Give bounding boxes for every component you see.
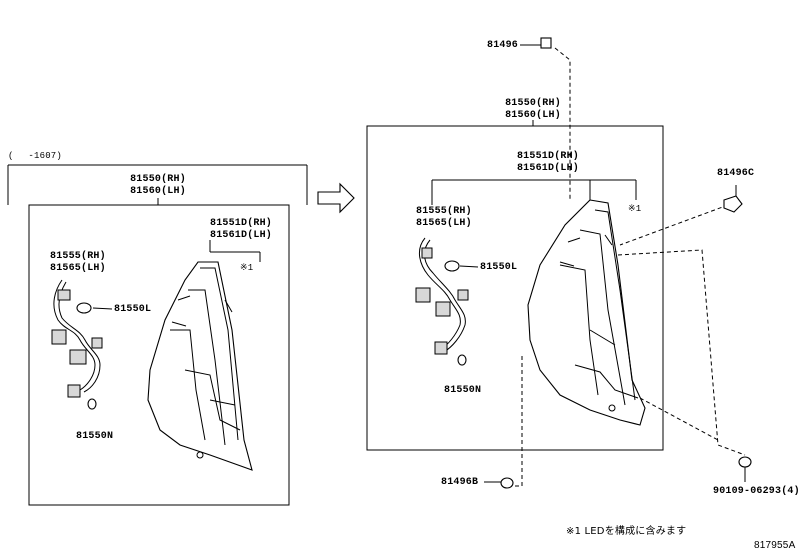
right-socket-rh-label: 81555(RH) — [416, 206, 472, 217]
left-range-label: ( -1607) — [8, 151, 63, 161]
left-assembly-rh-label: 81550(RH) — [130, 174, 186, 185]
footnote: ※1 LEDを構成に含みます — [566, 526, 687, 537]
right-socket-lh-label: 81565(LH) — [416, 218, 472, 229]
clip-c-label: 81496C — [717, 168, 755, 179]
left-socket-harness — [51, 279, 113, 410]
right-lens-rh-label: 81551D(RH) — [516, 151, 579, 162]
figure-id: 817955A — [754, 540, 796, 551]
right-dashed-leaders — [512, 47, 746, 487]
right-lens-lh-label: 81561D(LH) — [516, 163, 579, 174]
left-group-frame — [7, 164, 308, 506]
transition-arrow — [317, 182, 355, 214]
right-group-frame — [366, 120, 664, 451]
right-assembly-rh-label: 81550(RH) — [505, 98, 561, 109]
right-fasteners — [484, 37, 752, 489]
left-lens-lh-label: 81561D(LH) — [210, 230, 273, 241]
right-bulb-l-label: 81550L — [480, 262, 518, 273]
right-tail-lamp — [527, 199, 646, 426]
right-socket-harness — [415, 237, 479, 366]
screw-label: 90109-06293(4) — [713, 486, 800, 497]
right-bulb-n-label: 81550N — [444, 385, 482, 396]
left-tail-lamp — [147, 261, 253, 471]
left-socket-lh-label: 81565(LH) — [50, 263, 106, 274]
clip-b-label: 81496B — [441, 477, 479, 488]
clip-top-label: 81496 — [487, 40, 519, 51]
right-note-ref: ※1 — [628, 204, 642, 214]
left-bulb-l-label: 81550L — [114, 304, 152, 315]
left-assembly-lh-label: 81560(LH) — [130, 186, 186, 197]
left-lens-rh-label: 81551D(RH) — [210, 218, 273, 229]
right-assembly-lh-label: 81560(LH) — [505, 110, 561, 121]
left-socket-rh-label: 81555(RH) — [50, 251, 106, 262]
left-note-ref: ※1 — [240, 263, 254, 273]
left-bulb-n-label: 81550N — [76, 431, 114, 442]
